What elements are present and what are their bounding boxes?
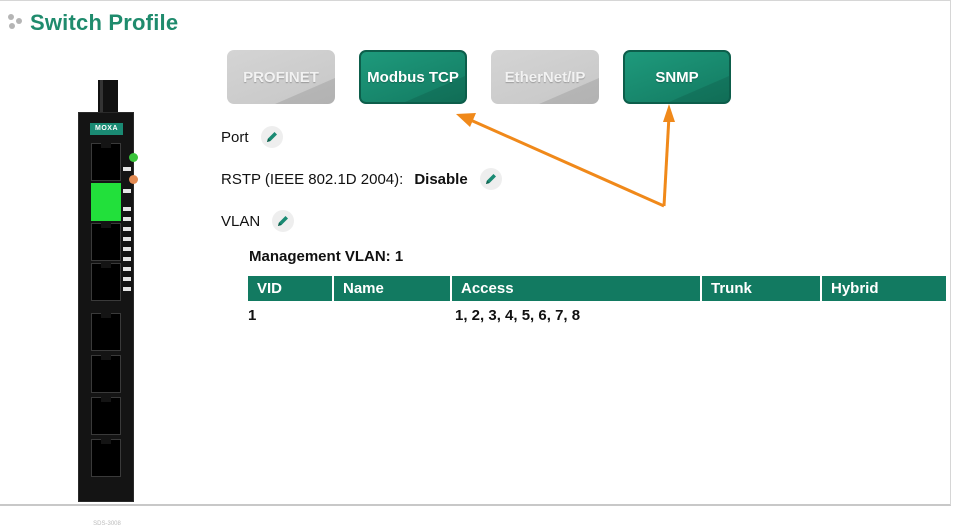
snmp-button[interactable]: SNMP — [623, 50, 731, 104]
pencil-icon[interactable] — [260, 126, 283, 148]
device-port[interactable] — [91, 263, 121, 301]
status-led — [123, 167, 131, 171]
rstp-label: RSTP (IEEE 802.1D 2004): — [221, 170, 404, 188]
cell-name — [333, 301, 451, 329]
device-antenna — [98, 80, 118, 112]
table-row: 1 1, 2, 3, 4, 5, 6, 7, 8 — [248, 301, 946, 329]
port-row: Port — [221, 126, 283, 148]
ethernet-ip-button[interactable]: EtherNet/IP — [491, 50, 599, 104]
column-header-hybrid: Hybrid — [821, 276, 946, 301]
device-image: MOXA SDS-3008 — [78, 80, 138, 527]
device-port[interactable] — [91, 313, 121, 351]
device-port[interactable] — [91, 397, 121, 435]
device-body: MOXA SDS-3008 — [78, 112, 138, 527]
rstp-row: RSTP (IEEE 802.1D 2004): Disable — [221, 168, 502, 190]
rstp-value: Disable — [414, 170, 468, 188]
page-header: Switch Profile — [8, 8, 178, 38]
page-frame — [0, 0, 951, 506]
device-port[interactable] — [91, 223, 121, 261]
device-port[interactable] — [91, 355, 121, 393]
pencil-icon[interactable] — [479, 168, 502, 190]
cell-vid: 1 — [248, 307, 257, 324]
column-header-vid: VID — [248, 276, 334, 301]
device-logo: MOXA — [90, 123, 123, 135]
table-header-row: VID Name Access Trunk Hybrid — [248, 276, 946, 301]
cell-trunk — [701, 301, 821, 329]
vlan-row: VLAN — [221, 210, 295, 232]
column-header-name: Name — [333, 276, 452, 301]
page-title: Switch Profile — [30, 10, 179, 35]
status-led-green — [129, 153, 138, 162]
modbus-tcp-button[interactable]: Modbus TCP — [359, 50, 467, 104]
management-vlan: Management VLAN: 1 — [249, 248, 404, 265]
device-model-label: SDS-3008 — [93, 521, 121, 527]
cell-hybrid — [821, 301, 946, 329]
device-port-selected[interactable] — [91, 183, 121, 221]
pencil-icon[interactable] — [272, 210, 295, 232]
device-port[interactable] — [91, 439, 121, 477]
dots-icon — [8, 14, 26, 32]
vlan-label: VLAN — [221, 212, 261, 230]
column-header-trunk: Trunk — [701, 276, 822, 301]
vlan-table: VID Name Access Trunk Hybrid 1 1, 2, 3, … — [248, 276, 946, 329]
column-header-access: Access — [451, 276, 702, 301]
port-label: Port — [221, 128, 249, 146]
device-port-p1[interactable] — [91, 143, 121, 181]
profinet-button[interactable]: PROFINET — [227, 50, 335, 104]
status-led-orange — [129, 175, 138, 184]
cell-access: 1, 2, 3, 4, 5, 6, 7, 8 — [455, 307, 581, 324]
